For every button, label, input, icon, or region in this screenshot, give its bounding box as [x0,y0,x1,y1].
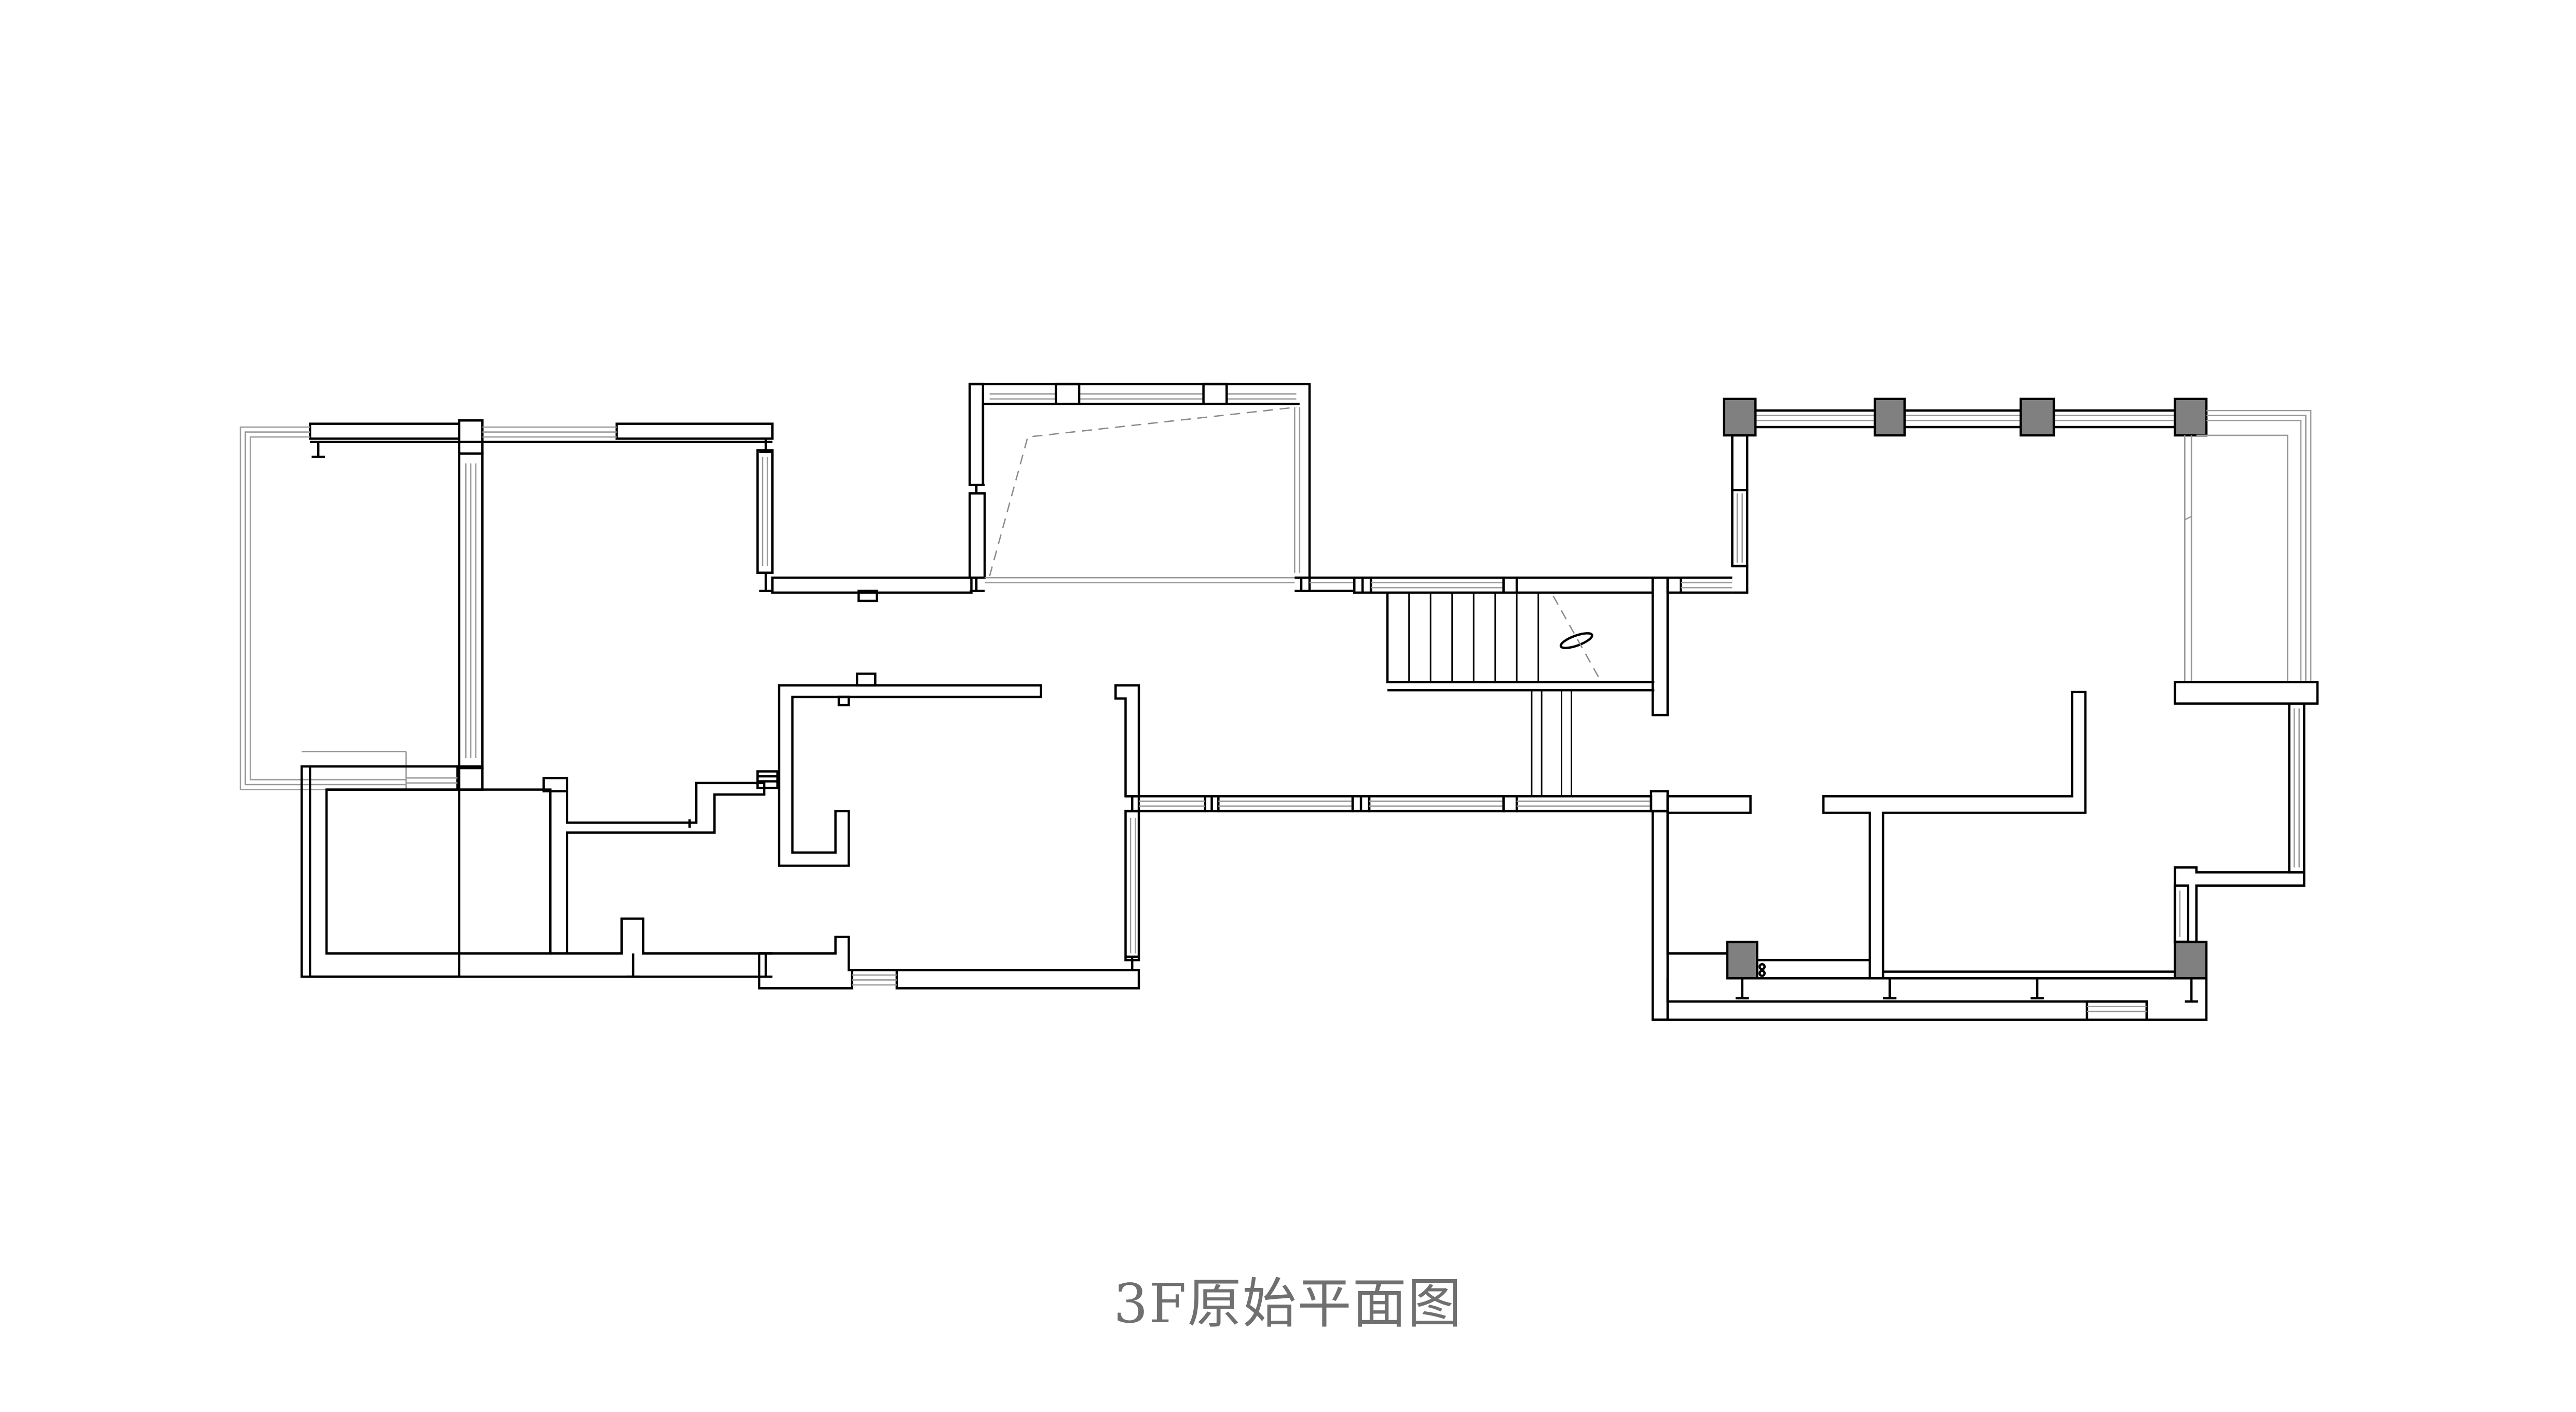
wall-right-shelf [2173,681,2319,705]
column [2173,397,2208,437]
room-lower-left-inner [325,788,552,955]
partition-stub [542,777,568,793]
stair-treads [1408,592,1573,797]
room-lower-left-outer [308,765,460,978]
wall-vertical-left [458,452,484,770]
wall-window-right-left [756,449,774,574]
wall-l-shape [1822,691,2087,980]
wall-top-mid [615,422,774,440]
column [1726,940,1759,980]
column [1723,397,1757,437]
window-bay [985,393,1301,584]
column-mid-left [456,765,484,791]
staircase [1353,577,1733,797]
wall-bay-left [969,492,986,579]
wall-stair-top [1369,577,1505,594]
right-wing [1651,397,2319,1021]
wall-right-lower-left [1651,810,1669,1021]
column [2019,397,2055,437]
column [1873,397,1906,437]
wall-u-shape [778,684,1042,867]
left-wing [239,419,1140,990]
wall-bay-connector [771,577,973,594]
wall-top-left [308,422,460,440]
wall-stair-right [1651,577,1669,717]
column [2173,940,2208,980]
dashed-line [989,406,1297,577]
top-bay [969,382,1356,593]
balcony-left [239,426,407,790]
column-top-left [458,419,484,455]
stair-arrow-icon [1559,632,1593,649]
window-top-left [482,426,617,438]
balcony-right [2184,409,2312,682]
beam-marker [311,441,325,458]
corridor-bottom-wall [1137,790,1752,814]
wall-window-central-right [1124,810,1140,962]
wall-bottom-left [895,969,1140,990]
drawing-caption: 3F原始平面图 [1113,1272,1463,1335]
